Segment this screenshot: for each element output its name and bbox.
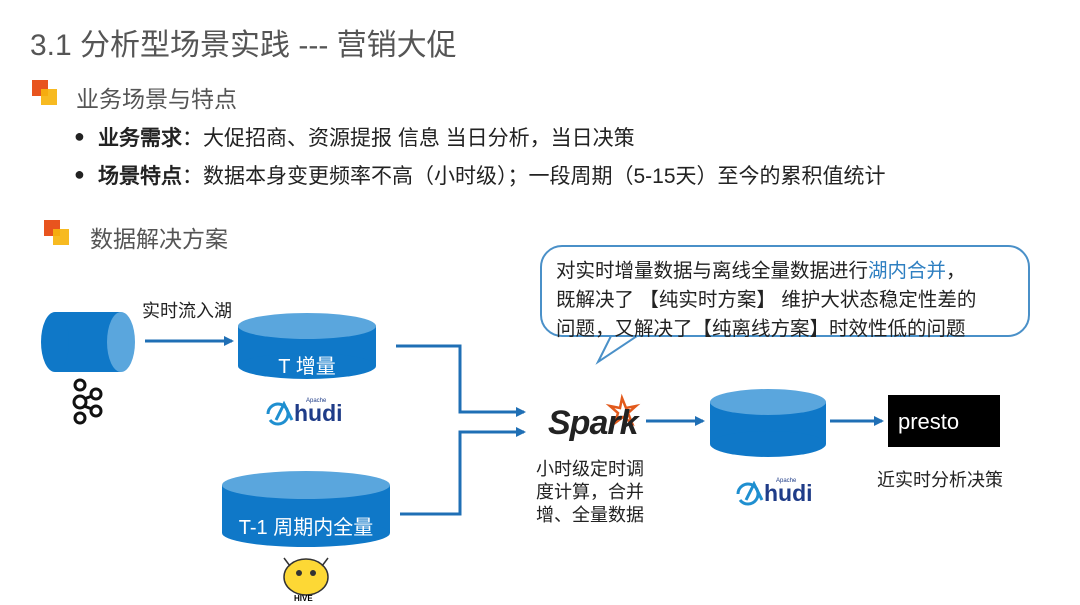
callout-line-1: 对实时增量数据与离线全量数据进行湖内合并， bbox=[556, 257, 1014, 286]
hudi-logo-text: hudi bbox=[764, 480, 813, 506]
callout-bubble: 对实时增量数据与离线全量数据进行湖内合并， 既解决了 【纯实时方案】 维护大状态… bbox=[540, 245, 1030, 340]
spark-logo-text: Spark bbox=[548, 404, 638, 442]
arrow-incremental-to-spark bbox=[396, 344, 526, 417]
bullet-detail: ：大促招商、资源提报 信息 当日分析，当日决策 bbox=[182, 127, 635, 150]
bullet-dot-icon: ● bbox=[74, 126, 85, 146]
section-heading-scenario: 业务场景与特点 bbox=[76, 86, 237, 112]
incremental-label: T 增量 bbox=[278, 356, 336, 378]
kafka-icon bbox=[72, 378, 103, 425]
callout-line-3: 问题，又解决了【纯离线方案】时效性低的问题 bbox=[556, 318, 966, 340]
presto-caption: 近实时分析决策 bbox=[877, 470, 1003, 490]
bullet-dot-icon: ● bbox=[74, 164, 85, 184]
bullet-business-need: 业务需求：大促招商、资源提报 信息 当日分析，当日决策 bbox=[98, 122, 635, 152]
spark-caption-line: 小时级定时调 bbox=[536, 459, 644, 479]
page-title: 3.1 分析型场景实践 --- 营销大促 bbox=[30, 29, 457, 62]
hive-bee-icon bbox=[283, 557, 329, 596]
callout-text: 对实时增量数据与离线全量数据进行 bbox=[556, 260, 869, 282]
spark-star-icon bbox=[605, 393, 641, 427]
bullet-detail: ：数据本身变更频率不高（小时级）；一段周期（5-15天）至今的累积值统计 bbox=[182, 165, 886, 188]
hive-logo-text: HIVE bbox=[294, 594, 313, 603]
spark-caption: 小时级定时调 度计算，合并 增、全量数据 bbox=[536, 458, 644, 527]
bullet-term: 业务需求 bbox=[98, 127, 182, 150]
stream-source-cylinder bbox=[41, 312, 135, 372]
stream-label: 实时流入湖 bbox=[142, 301, 232, 321]
hudi-mark-icon bbox=[266, 400, 294, 426]
callout-text: ， bbox=[946, 260, 966, 282]
section-bullet-icon bbox=[44, 220, 70, 246]
presto-logo bbox=[888, 395, 1000, 447]
hudi-logo-text: hudi bbox=[294, 400, 343, 426]
bullet-term: 场景特点 bbox=[98, 165, 182, 188]
callout-line-2: 既解决了 【纯实时方案】 维护大状态稳定性差的 bbox=[556, 289, 977, 311]
hudi-mark-icon bbox=[736, 480, 764, 506]
hudi-logo-small: Apache bbox=[306, 398, 327, 404]
spark-caption-line: 度计算，合并 bbox=[536, 482, 644, 502]
full-cylinder bbox=[222, 471, 390, 547]
bullet-scenario-feature: 场景特点：数据本身变更频率不高（小时级）；一段周期（5-15天）至今的累积值统计 bbox=[98, 160, 886, 190]
arrow-full-to-spark bbox=[400, 427, 526, 516]
section-bullet-icon bbox=[32, 80, 58, 106]
result-cylinder bbox=[710, 389, 826, 457]
callout-highlight: 湖内合并 bbox=[868, 260, 947, 282]
spark-caption-line: 增、全量数据 bbox=[536, 505, 644, 525]
hudi-logo-small: Apache bbox=[776, 478, 797, 484]
section-heading-solution: 数据解决方案 bbox=[90, 226, 228, 252]
full-label: T-1 周期内全量 bbox=[238, 517, 374, 539]
presto-logo-text: presto bbox=[898, 409, 960, 434]
incremental-cylinder bbox=[238, 313, 376, 379]
